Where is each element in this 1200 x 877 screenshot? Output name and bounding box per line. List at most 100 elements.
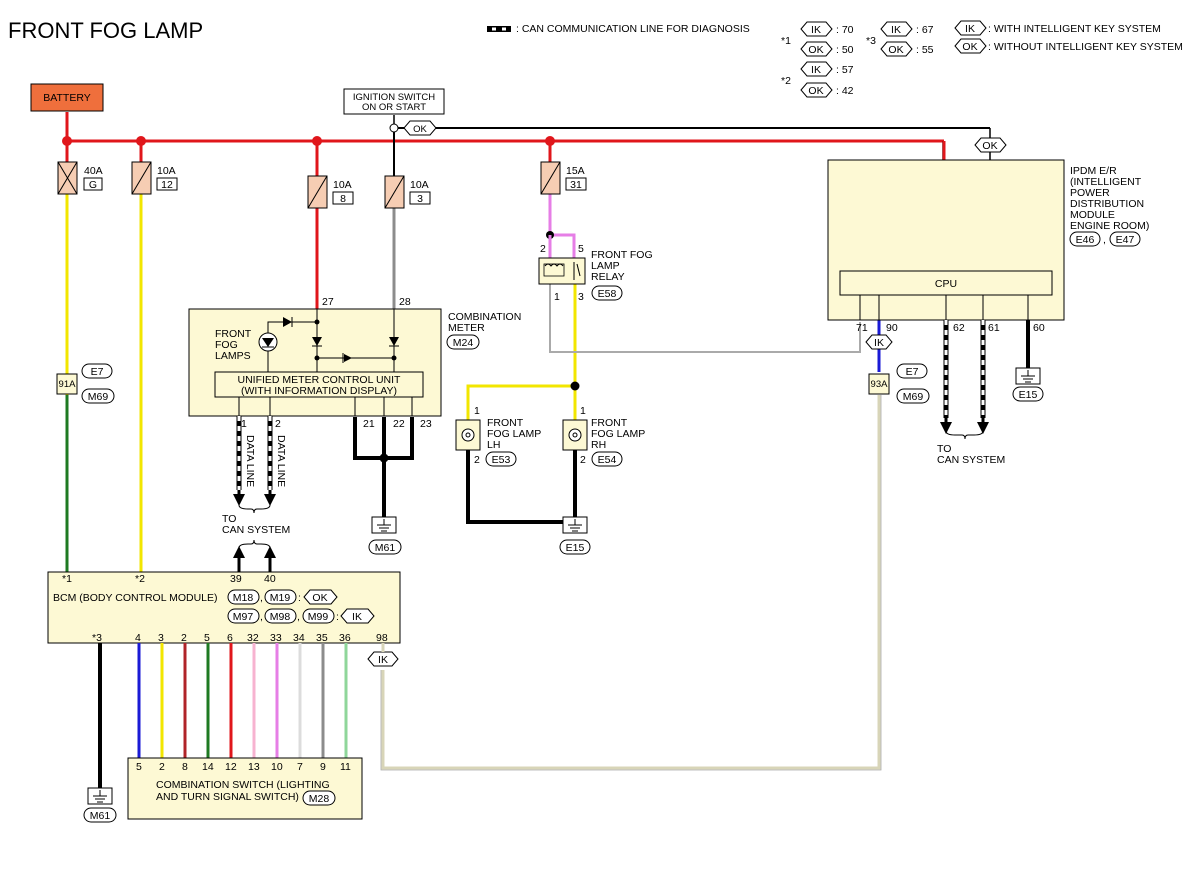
- fuse-10a-12: 10A 12: [131, 161, 178, 195]
- page-title: FRONT FOG LAMP: [8, 18, 203, 43]
- legend-n2-ok: : 42: [836, 85, 854, 97]
- svg-text:5: 5: [136, 761, 142, 773]
- svg-text:40: 40: [264, 573, 276, 585]
- svg-text:31: 31: [570, 179, 582, 191]
- bcm-ik98-tag: IK: [367, 651, 399, 667]
- svg-text:E58: E58: [598, 288, 617, 300]
- svg-text:90: 90: [886, 322, 898, 334]
- svg-text:(WITH INFORMATION DISPLAY): (WITH INFORMATION DISPLAY): [241, 385, 397, 397]
- legend-ok-tag: OK: [800, 41, 833, 57]
- svg-text:TO: TO: [222, 513, 236, 525]
- svg-text:FOG LAMP: FOG LAMP: [487, 428, 541, 440]
- svg-text:LAMP: LAMP: [591, 260, 620, 272]
- svg-text:ON OR START: ON OR START: [362, 102, 426, 113]
- svg-text:14: 14: [202, 761, 214, 773]
- bulb-icon: [568, 428, 582, 442]
- svg-text:M99: M99: [308, 611, 329, 623]
- svg-text:62: 62: [953, 322, 965, 334]
- svg-text:RELAY: RELAY: [591, 271, 625, 283]
- svg-text:ENGINE ROOM): ENGINE ROOM): [1070, 220, 1149, 232]
- svg-text:DATA LINE: DATA LINE: [275, 435, 287, 487]
- svg-text:FRONT: FRONT: [591, 417, 628, 429]
- svg-text:DISTRIBUTION: DISTRIBUTION: [1070, 198, 1144, 210]
- svg-text:12: 12: [225, 761, 237, 773]
- legend-ik-tag: IK: [954, 20, 987, 36]
- svg-text:7: 7: [297, 761, 303, 773]
- fog-lamp-relay: 2 5 1 3 FRONT FOG LAMP RELAY E58: [538, 231, 653, 303]
- ground-e15-ipdm: E15: [1012, 367, 1044, 402]
- combination-meter: 27 28 COMBINATION METER M24 FRONT FOG LA…: [188, 296, 521, 430]
- svg-text:FRONT FOG: FRONT FOG: [591, 249, 653, 261]
- svg-text:E54: E54: [598, 454, 617, 466]
- legend-n3-ik: : 67: [916, 24, 934, 36]
- meter-data-lines: DATA LINE DATA LINE TO CAN SYSTEM: [222, 416, 290, 536]
- svg-text:IK: IK: [811, 64, 821, 76]
- svg-text:CAN SYSTEM: CAN SYSTEM: [937, 454, 1005, 466]
- svg-text:98: 98: [376, 632, 388, 644]
- svg-text:IK: IK: [378, 654, 388, 666]
- legend-ok-tag: OK: [880, 41, 913, 57]
- joint-connector-93a: 93A E7 M69: [868, 363, 930, 404]
- svg-text:1: 1: [554, 291, 560, 303]
- svg-text:E7: E7: [91, 366, 104, 378]
- svg-text:*1: *1: [62, 573, 72, 585]
- svg-text:M61: M61: [375, 542, 396, 554]
- svg-text:COMBINATION: COMBINATION: [448, 311, 521, 323]
- unified-meter-control-unit: [214, 371, 424, 398]
- svg-text:40A: 40A: [84, 165, 103, 177]
- svg-text:4: 4: [135, 632, 141, 644]
- legend-n2-ik: : 57: [836, 64, 854, 76]
- ground-m61-bcm: M61: [83, 787, 117, 823]
- svg-text:93A: 93A: [871, 379, 889, 390]
- svg-text:15A: 15A: [566, 165, 585, 177]
- svg-text:1: 1: [580, 405, 586, 417]
- svg-text:IPDM E/R: IPDM E/R: [1070, 165, 1117, 177]
- svg-text:IK: IK: [352, 611, 362, 623]
- ipdm-can-lines: TO CAN SYSTEM: [937, 320, 1005, 466]
- svg-text:33: 33: [270, 632, 282, 644]
- svg-text:FOG: FOG: [215, 339, 238, 351]
- legend-ik-desc: : WITH INTELLIGENT KEY SYSTEM: [988, 23, 1161, 35]
- svg-text:E7: E7: [906, 366, 919, 378]
- legend-ok-tag: OK: [800, 82, 833, 98]
- svg-text:*3: *3: [92, 632, 102, 644]
- svg-text:(INTELLIGENT: (INTELLIGENT: [1070, 176, 1142, 188]
- svg-text:23: 23: [420, 418, 432, 430]
- svg-text:39: 39: [230, 573, 242, 585]
- svg-text:5: 5: [578, 243, 584, 255]
- svg-text:1: 1: [241, 418, 247, 430]
- front-fog-lamp-rh: 1 2 FRONT FOG LAMP RH E54: [562, 405, 645, 467]
- svg-text:91A: 91A: [59, 379, 77, 390]
- svg-text:M69: M69: [903, 391, 924, 403]
- can-line-symbol: [487, 26, 511, 32]
- svg-text:M98: M98: [270, 611, 291, 623]
- svg-text:IK: IK: [891, 24, 901, 36]
- joint-connector-91a: 91A E7 M69: [56, 363, 115, 404]
- ground-e15-lamps: E15: [559, 516, 591, 555]
- ignition-switch: IGNITION SWITCH ON OR START: [343, 88, 445, 115]
- ignition-ok-tag: OK: [403, 120, 437, 136]
- ipdm-module: OK IPDM E/R (INTELLIGENT POWER DISTRIBUT…: [827, 137, 1149, 334]
- svg-text:*2: *2: [135, 573, 145, 585]
- legend-n1-ik: : 70: [836, 24, 854, 36]
- svg-text:10A: 10A: [410, 179, 429, 191]
- legend: : CAN COMMUNICATION LINE FOR DIAGNOSIS *…: [487, 20, 1183, 98]
- svg-text:E53: E53: [492, 454, 511, 466]
- svg-text:10A: 10A: [333, 179, 352, 191]
- svg-text:IK: IK: [965, 23, 975, 35]
- svg-text:IGNITION SWITCH: IGNITION SWITCH: [353, 92, 435, 103]
- legend-ik-tag: IK: [800, 21, 833, 37]
- svg-text:OK: OK: [982, 140, 997, 152]
- svg-text::: :: [336, 611, 339, 623]
- legend-n1-ok: : 50: [836, 44, 854, 56]
- diode-icon: [389, 337, 399, 346]
- ipdm-ok-tag: [974, 137, 1007, 153]
- svg-text:BCM (BODY CONTROL MODULE): BCM (BODY CONTROL MODULE): [53, 592, 218, 604]
- svg-text:,: ,: [297, 611, 300, 623]
- ipdm-ik-tag: IK: [865, 334, 893, 350]
- legend-ok-desc: : WITHOUT INTELLIGENT KEY SYSTEM: [988, 41, 1183, 53]
- svg-text:34: 34: [293, 632, 305, 644]
- svg-text:E15: E15: [1019, 389, 1038, 401]
- battery-box: BATTERY: [30, 83, 104, 112]
